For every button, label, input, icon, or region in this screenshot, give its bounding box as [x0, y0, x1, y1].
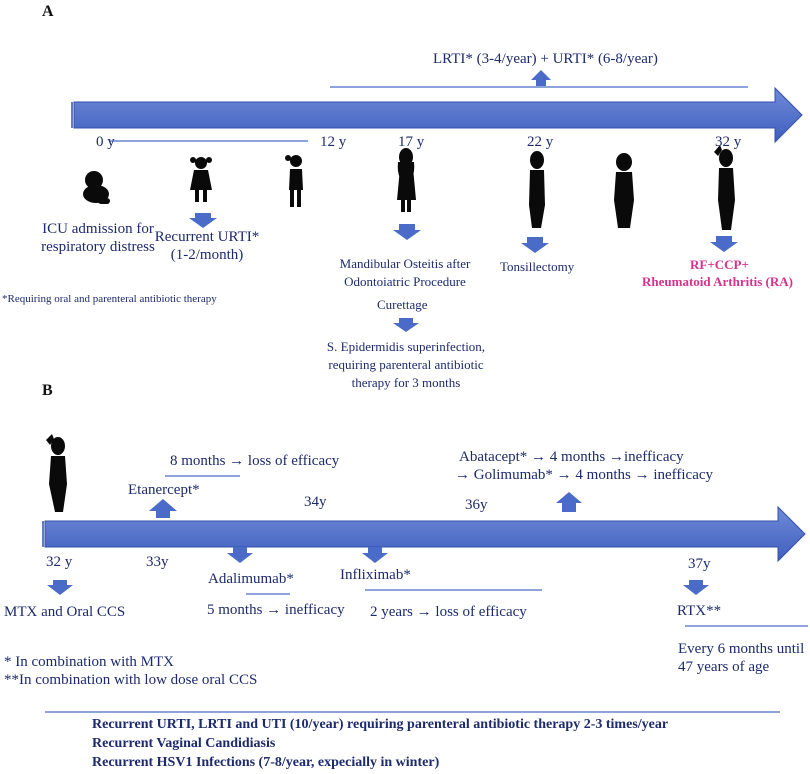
person-silhouette-icon	[46, 434, 67, 512]
age-label: 17 y	[398, 134, 425, 150]
timeline-arrow-a	[73, 86, 803, 144]
adalimumab-note: 5 months → inefficacy	[207, 602, 345, 618]
timeline-arrow-b	[44, 505, 806, 563]
age-label: 36y	[465, 497, 488, 513]
age-label: 12 y	[320, 134, 347, 150]
ra-diagnosis-label: Rheumatoid Arthritis (RA)	[642, 274, 793, 289]
age-label: 22 y	[527, 134, 554, 150]
down-arrow-icon	[47, 547, 709, 595]
age-label: 33y	[146, 554, 169, 570]
event-curettage: Curettage	[377, 297, 428, 312]
panel-a-footnote: *Requiring oral and parenteral antibioti…	[2, 293, 217, 305]
footnote-ccs: **In combination with low dose oral CCS	[4, 672, 258, 688]
lrti-urti-note: LRTI* (3-4/year) + URTI* (6-8/year)	[433, 51, 658, 67]
adalimumab-label: Adalimumab*	[208, 571, 294, 587]
golimumab-label: → Golimumab* → 4 months → inefficacy	[455, 467, 714, 483]
infliximab-label: Infliximab*	[340, 567, 411, 583]
footnote-mtx: * In combination with MTX	[4, 654, 174, 670]
up-arrow-icon	[531, 70, 551, 86]
summary-line-3: Recurrent HSV1 Infections (7-8/year, exp…	[92, 755, 440, 770]
infliximab-note: 2 years → loss of efficacy	[370, 604, 527, 620]
rf-ccp-label: RF+CCP+	[690, 257, 749, 272]
etanercept-label: Etanercept*	[128, 482, 200, 498]
person-silhouette-icon	[83, 145, 735, 230]
down-arrow-icon	[189, 213, 738, 332]
event-recurrent-urti: Recurrent URTI* (1-2/month)	[154, 229, 260, 263]
age-label: 34y	[304, 494, 327, 510]
summary-line-2: Recurrent Vaginal Candidiasis	[92, 736, 276, 751]
rtx-note: Every 6 months until 47 years of age	[678, 641, 805, 675]
age-label: 0 y	[96, 134, 115, 150]
event-tonsillectomy: Tonsillectomy	[500, 259, 575, 274]
etanercept-note: 8 months → loss of efficacy	[170, 453, 340, 469]
mtx-label: MTX and Oral CCS	[4, 604, 126, 620]
up-arrow-icon	[149, 492, 582, 518]
abatacept-label: Abatacept* → 4 months →inefficacy	[459, 449, 684, 465]
panel-label-a: A	[42, 3, 54, 20]
event-superinfection: S. Epidermidis superinfection, requiring…	[326, 339, 486, 390]
panel-label-b: B	[42, 382, 53, 399]
age-label: 32 y	[46, 554, 73, 570]
age-label: 37y	[688, 556, 711, 572]
rtx-label: RTX**	[677, 603, 722, 619]
summary-line-1: Recurrent URTI, LRTI and UTI (10/year) r…	[92, 717, 669, 732]
event-icu: ICU admission for respiratory distress	[41, 221, 155, 255]
event-mandibular-osteitis: Mandibular Osteitis after Odontoiatric P…	[339, 256, 471, 289]
age-label: 32 y	[715, 134, 742, 150]
